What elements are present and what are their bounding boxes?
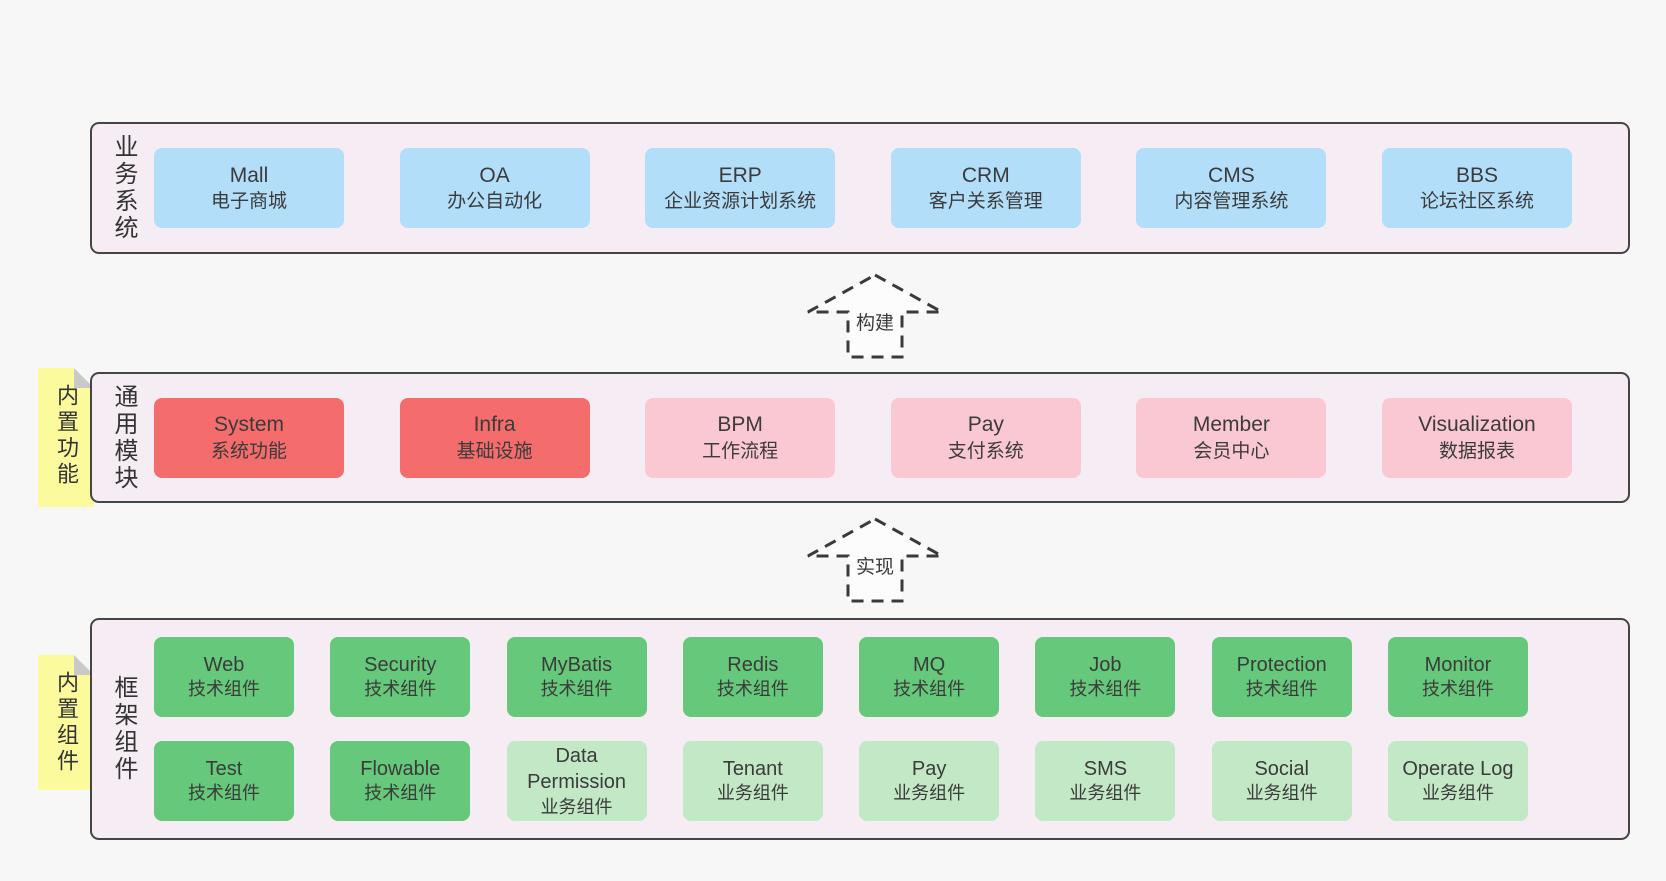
component-social: Social 业务组件 [1211, 741, 1352, 821]
arrow-implement: 实现 [805, 516, 945, 604]
component-operate-log: Operate Log 业务组件 [1387, 741, 1528, 821]
common-modules-panel: 通用模块 System 系统功能 Infra 基础设施 BPM 工作流程 Pay… [90, 372, 1630, 503]
arrow-implement-label: 实现 [856, 556, 894, 578]
component-tenant: Tenant 业务组件 [682, 741, 823, 821]
component-data-permission: Data Permission 业务组件 [506, 741, 647, 821]
module-pay: Pay 支付系统 [890, 397, 1081, 478]
module-bbs: BBS 论坛社区系统 [1381, 148, 1572, 228]
common-modules-label: 通用模块 [110, 383, 137, 492]
module-infra: Infra 基础设施 [399, 397, 590, 478]
component-redis: Redis 技术组件 [682, 637, 823, 717]
component-mq: MQ 技术组件 [859, 637, 1000, 717]
component-sms: SMS 业务组件 [1035, 741, 1176, 821]
component-job: Job 技术组件 [1035, 637, 1176, 717]
module-mall: Mall 电子商城 [154, 148, 344, 228]
arrow-build: 构建 [805, 272, 945, 360]
module-bpm: BPM 工作流程 [645, 397, 836, 478]
component-flowable: Flowable 技术组件 [330, 741, 471, 821]
module-erp: ERP 企业资源计划系统 [645, 148, 836, 228]
up-arrow-icon: 实现 [807, 517, 943, 603]
module-visualization: Visualization 数据报表 [1381, 397, 1572, 478]
business-systems-label: 业务系统 [110, 134, 137, 242]
common-modules-row: System 系统功能 Infra 基础设施 BPM 工作流程 Pay 支付系统… [154, 397, 1628, 478]
component-protection: Protection 技术组件 [1211, 637, 1352, 717]
module-member: Member 会员中心 [1136, 397, 1327, 478]
module-oa: OA 办公自动化 [399, 148, 590, 228]
up-arrow-icon: 构建 [807, 273, 943, 359]
framework-components-section: 内置组件 框架组件 Web 技术组件 Security 技术组件 MyBatis… [90, 618, 1630, 840]
framework-components-label: 框架组件 [110, 675, 137, 783]
business-systems-panel: 业务系统 Mall 电子商城 OA 办公自动化 ERP 企业资源计划系统 CRM… [90, 122, 1630, 254]
component-mybatis: MyBatis 技术组件 [506, 637, 647, 717]
component-pay: Pay 业务组件 [859, 741, 1000, 821]
business-systems-section: 业务系统 Mall 电子商城 OA 办公自动化 ERP 企业资源计划系统 CRM… [90, 122, 1630, 254]
arrow-build-label: 构建 [856, 312, 894, 334]
common-modules-section: 内置功能 通用模块 System 系统功能 Infra 基础设施 BPM 工作流… [90, 372, 1630, 503]
module-cms: CMS 内容管理系统 [1136, 148, 1327, 228]
component-monitor: Monitor 技术组件 [1387, 637, 1528, 717]
component-security: Security 技术组件 [330, 637, 471, 717]
sticky-note-built-in-components: 内置组件 [38, 655, 94, 790]
framework-components-panel: 框架组件 Web 技术组件 Security 技术组件 MyBatis 技术组件… [90, 618, 1630, 840]
module-system: System 系统功能 [154, 397, 344, 478]
component-test: Test 技术组件 [154, 741, 294, 821]
sticky-note-built-in-features: 内置功能 [38, 368, 94, 507]
framework-components-grid: Web 技术组件 Security 技术组件 MyBatis 技术组件 Redi… [154, 637, 1628, 821]
business-systems-row: Mall 电子商城 OA 办公自动化 ERP 企业资源计划系统 CRM 客户关系… [154, 148, 1628, 228]
component-web: Web 技术组件 [154, 637, 294, 717]
module-crm: CRM 客户关系管理 [890, 148, 1081, 228]
